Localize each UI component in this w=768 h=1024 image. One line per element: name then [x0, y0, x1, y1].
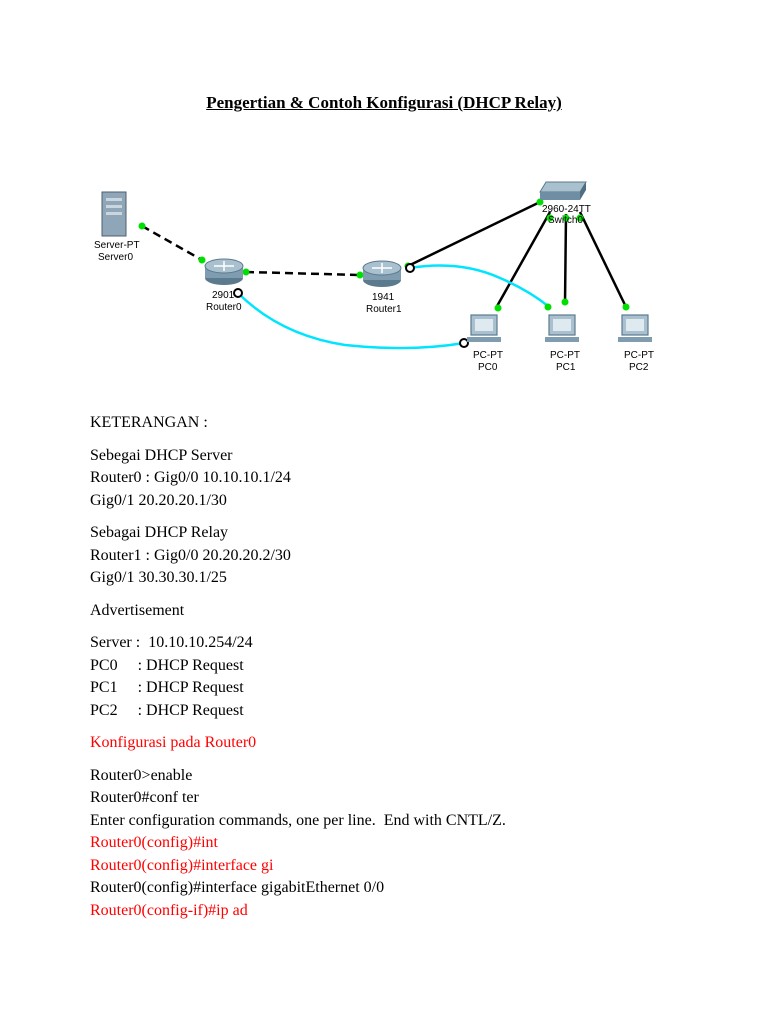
pc0-name-label: PC0 [478, 362, 498, 373]
link-dot [138, 222, 146, 230]
paragraph-gap [90, 622, 730, 632]
link-dot [576, 214, 584, 222]
pc0-icon [467, 314, 501, 342]
text-line: Router0 : Gig0/0 10.10.10.1/24 [90, 469, 291, 486]
router0-model-label: 2901 [212, 290, 235, 301]
router1-model-label: 1941 [372, 292, 395, 303]
link-dot [198, 256, 206, 264]
link-dot [544, 303, 552, 311]
pc2-type-label: PC-PT [624, 350, 654, 361]
switch-icon [539, 181, 587, 200]
serial-port-dot [405, 263, 415, 273]
router0-icon [204, 258, 244, 285]
pc1-icon [545, 314, 579, 342]
paragraph-gap [90, 722, 730, 732]
text-line: Router0>enable [90, 766, 193, 784]
pc1-name-label: PC1 [556, 362, 576, 373]
document-title: Pengertian & Contoh Konfigurasi (DHCP Re… [206, 93, 562, 112]
text-line: PC0 : DHCP Request [90, 656, 244, 674]
network-topology-diagram: Server-PT Server0 2901 Router0 1941 Rout… [80, 160, 700, 390]
text-line: Sebegai DHCP Server [90, 446, 233, 464]
paragraph-gap [90, 755, 730, 765]
link-dot [536, 198, 544, 206]
pc2-icon [618, 314, 652, 342]
router1-name-label: Router1 [366, 304, 402, 315]
text-line: Router0(config)#int [90, 834, 218, 851]
text-line: Router1 : Gig0/0 20.20.20.2/30 [90, 546, 291, 564]
link-switch-pc1 [563, 213, 568, 305]
text-line: Router0(config)#interface gigabitEtherne… [90, 879, 385, 896]
text-line: PC1 : DHCP Request [90, 679, 244, 696]
text-line: KETERANGAN : [90, 414, 208, 431]
server-name-label: Server0 [98, 252, 133, 263]
text-line: Sebagai DHCP Relay [90, 524, 229, 541]
text-line: Enter configuration commands, one per li… [90, 811, 506, 829]
text-line: Gig0/1 20.20.20.1/30 [90, 491, 227, 509]
paragraph-gap [90, 435, 730, 445]
pc0-type-label: PC-PT [473, 350, 503, 361]
switch-name-label: Switch0 [548, 215, 583, 226]
link-dot [242, 268, 250, 276]
link-dot [562, 214, 570, 222]
serial-link-router1-pc1 [409, 264, 549, 307]
link-router1-switch [407, 200, 541, 268]
router0-name-label: Router0 [206, 302, 242, 313]
link-dot [356, 271, 364, 279]
text-line: Gig0/1 30.30.30.1/25 [90, 569, 227, 586]
link-dot [494, 304, 502, 312]
text-line: Konfigurasi pada Router0 [90, 734, 257, 751]
link-server-router0 [141, 224, 203, 262]
link-switch-pc2 [578, 211, 628, 308]
serial-port-dot [459, 338, 469, 348]
link-router0-router1 [245, 270, 361, 277]
serial-port-dot [233, 288, 243, 298]
serial-link-router0-pc0 [237, 292, 465, 350]
server-icon [101, 191, 127, 237]
pc2-name-label: PC2 [629, 362, 649, 373]
server-type-label: Server-PT [94, 240, 140, 251]
text-line: Router0#conf ter [90, 789, 199, 806]
switch-model-label: 2960-24TT [542, 204, 591, 215]
link-switch-pc0 [494, 211, 552, 309]
link-dot [561, 298, 569, 306]
text-line: PC2 : DHCP Request [90, 701, 244, 719]
router1-icon [362, 260, 402, 287]
link-dot [546, 214, 554, 222]
text-line: Server : 10.10.10.254/24 [90, 634, 253, 651]
text-line: Router0(config-if)#ip ad [90, 901, 248, 919]
topology-svg: Server-PT Server0 2901 Router0 1941 Rout… [94, 181, 654, 373]
link-dot [622, 303, 630, 311]
text-line: Advertisement [90, 601, 185, 619]
paragraph-gap [90, 512, 730, 522]
pc1-type-label: PC-PT [550, 350, 580, 361]
paragraph-gap [90, 590, 730, 600]
text-line: Router0(config)#interface gi [90, 856, 274, 874]
